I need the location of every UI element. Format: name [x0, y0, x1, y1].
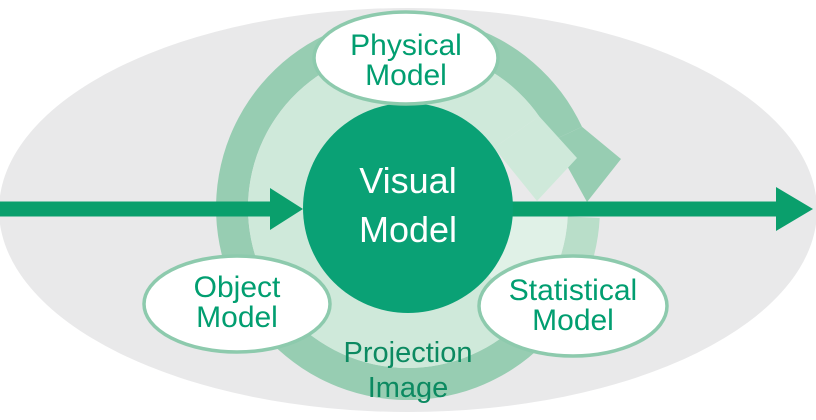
statistical-model-bubble: Statistical Model — [477, 254, 669, 358]
cycle-arrow-inner-arrowhead — [494, 116, 577, 201]
physical-model-ellipse — [312, 10, 500, 106]
object-model-label-line1: Object — [194, 271, 281, 304]
statistical-model-label-line1: Statistical — [509, 274, 637, 307]
object-model-bubble: Object Model — [142, 254, 332, 354]
physical-model-label-line1: Physical — [350, 29, 462, 62]
physical-model-label-line2: Model — [365, 59, 447, 92]
object-model-label-line2: Model — [196, 301, 278, 334]
statistical-model-label-line2: Model — [532, 304, 614, 337]
image-label: Image — [368, 372, 449, 404]
visual-model-circle — [303, 103, 513, 313]
flow-arrow-right — [500, 187, 813, 231]
visual-model-label-line2: Model — [359, 209, 457, 250]
cycle-arrow-outer-arrowhead — [553, 126, 621, 202]
statistical-model-ellipse — [477, 254, 669, 358]
projection-label: Projection — [344, 337, 473, 369]
visual-model-label-line1: Visual — [359, 160, 456, 201]
flow-arrow-left — [0, 188, 303, 230]
physical-model-bubble: Physical Model — [312, 10, 500, 106]
object-model-ellipse — [142, 254, 332, 354]
